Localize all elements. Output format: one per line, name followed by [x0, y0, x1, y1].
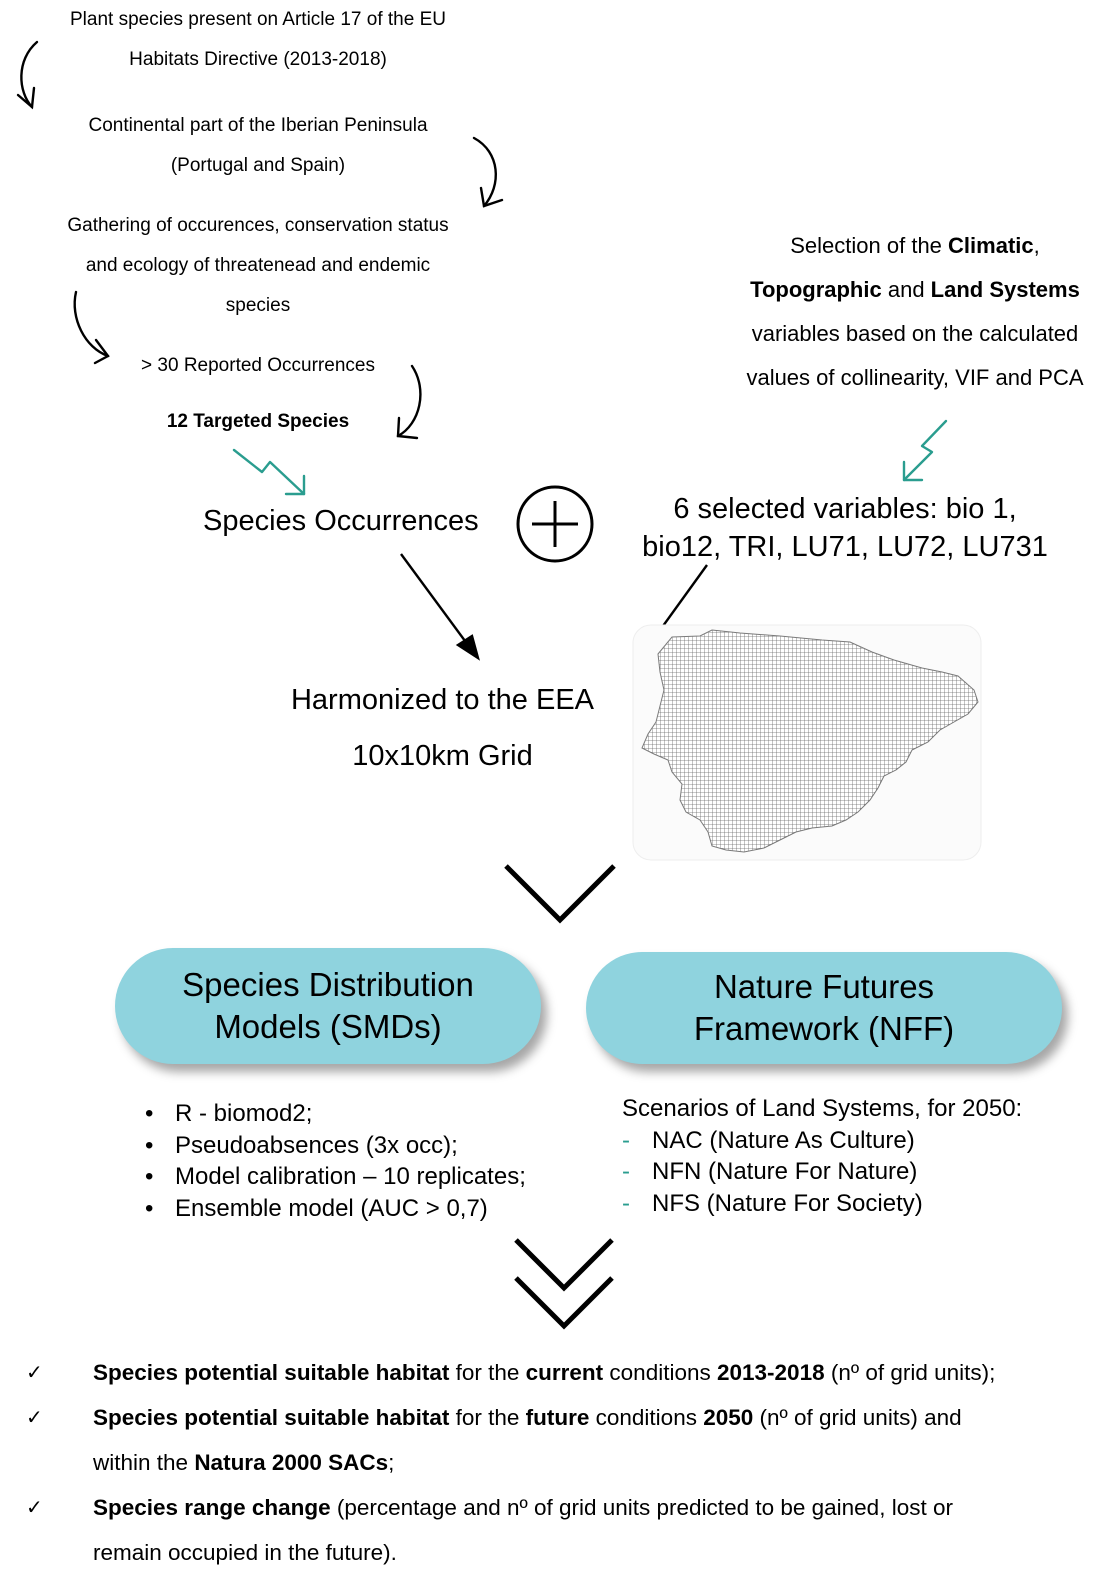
- step-article17-line2: Habitats Directive (2013-2018): [129, 49, 387, 70]
- step-gathering: Gathering of occurences, conservation st…: [0, 206, 516, 326]
- o1-a: Species potential suitable habitat: [93, 1360, 450, 1385]
- sdm-item-1: R - biomod2;: [175, 1100, 313, 1127]
- step-reported-occurrences: > 30 Reported Occurrences: [141, 355, 375, 376]
- bullet: •: [145, 1163, 154, 1190]
- o2-i: ;: [388, 1450, 395, 1475]
- dash-bullet: -: [622, 1158, 630, 1185]
- bullet: •: [145, 1131, 154, 1159]
- vs-land-systems: Land Systems: [930, 277, 1080, 302]
- o2-d: conditions: [589, 1405, 704, 1430]
- sdm-methods-list: •R - biomod2; •Pseudoabsences (3x occ); …: [145, 1098, 585, 1224]
- variable-selection-line1: Selection of the Climatic,: [720, 224, 1109, 268]
- harmonized-grid-label: Harmonized to the EEA 10x10km Grid: [250, 672, 635, 784]
- teal-zigzag-arrow-left: [232, 448, 306, 496]
- teal-zigzag-arrow-right: [902, 419, 948, 482]
- step-iberian-line1: Continental part of the Iberian Peninsul…: [88, 115, 428, 136]
- nff-box-line2: Framework (NFF): [693, 1010, 955, 1047]
- nff-item-1: NAC (Nature As Culture): [652, 1126, 915, 1154]
- sdm-item-3: Model calibration – 10 replicates;: [175, 1163, 526, 1190]
- o3-b: (percentage and nº of grid units predict…: [330, 1495, 953, 1520]
- check-icon: ✓: [26, 1405, 43, 1429]
- sdm-box-line1: Species Distribution: [182, 966, 474, 1003]
- check-icon: ✓: [26, 1360, 43, 1384]
- bullet: •: [145, 1194, 154, 1222]
- bullet: •: [145, 1100, 154, 1127]
- vs-l1c: ,: [1033, 233, 1040, 258]
- nff-box: Nature Futures Framework (NFF): [586, 952, 1062, 1064]
- o2-h: Natura 2000 SACs: [194, 1450, 389, 1475]
- step-iberian-line2: (Portugal and Spain): [170, 155, 346, 176]
- nff-scenarios-title: Scenarios of Land Systems, for 2050:: [622, 1095, 1023, 1122]
- output-item-2: ✓ Species potential suitable habitat for…: [0, 1395, 1109, 1485]
- sdm-item-4: Ensemble model (AUC > 0,7): [175, 1194, 488, 1222]
- check-icon: ✓: [26, 1495, 43, 1519]
- vs-topographic: Topographic: [750, 277, 882, 302]
- variable-selection-line4: values of collinearity, VIF and PCA: [746, 365, 1084, 390]
- o3-a: Species range change: [93, 1495, 331, 1520]
- selected-variables-line2: bio12, TRI, LU71, LU72, LU731: [642, 531, 1048, 563]
- o2-b: for the: [449, 1405, 526, 1430]
- iberian-grid-map: [632, 624, 982, 861]
- sdm-box-line2: Models (SMDs): [214, 1008, 442, 1045]
- variable-selection-line3: variables based on the calculated: [751, 321, 1079, 346]
- list-item: • Model calibration – 10 replicates;: [145, 1161, 585, 1193]
- double-chevron-down-icon: [514, 1238, 614, 1330]
- list-item: -NAC (Nature As Culture): [622, 1125, 1092, 1157]
- o1-c: current: [525, 1360, 604, 1385]
- vs-climatic: Climatic: [948, 233, 1034, 258]
- o2-e: 2050: [703, 1405, 754, 1430]
- arrow-occurrences-to-grid: [400, 553, 480, 661]
- o1-b: for the: [449, 1360, 526, 1385]
- o1-d: conditions: [603, 1360, 717, 1385]
- outputs-list: ✓ Species potential suitable habitat for…: [0, 1350, 1109, 1575]
- curved-arrow-1: [16, 40, 39, 110]
- step-article17-line1: Plant species present on Article 17 of t…: [70, 9, 446, 30]
- plus-circle-icon: [516, 485, 594, 563]
- step-targeted-species: 12 Targeted Species: [166, 411, 350, 432]
- variable-selection-text: Selection of the Climatic, Topographic a…: [720, 224, 1109, 400]
- selected-variables-line1: 6 selected variables: bio 1,: [673, 493, 1017, 525]
- list-item: • Pseudoabsences (3x occ);: [145, 1130, 585, 1162]
- output-item-3: ✓ Species range change (percentage and n…: [0, 1485, 1109, 1575]
- harmonized-line1: Harmonized to the EEA: [290, 684, 595, 716]
- nff-item-2: NFN (Nature For Nature): [652, 1158, 918, 1185]
- vs-l1a: Selection of the: [790, 233, 949, 258]
- o2-a: Species potential suitable habitat: [93, 1405, 450, 1430]
- step-iberian-peninsula: Continental part of the Iberian Peninsul…: [0, 106, 516, 186]
- sdm-box: Species Distribution Models (SMDs): [115, 948, 541, 1064]
- species-occurrences-label: Species Occurrences: [203, 505, 479, 537]
- list-item: -NFN (Nature For Nature): [622, 1156, 1092, 1188]
- nff-scenarios-list: Scenarios of Land Systems, for 2050: -NA…: [622, 1093, 1092, 1219]
- list-item: • Ensemble model (AUC > 0,7): [145, 1193, 585, 1225]
- dash-bullet: -: [622, 1126, 630, 1154]
- o3-c: remain occupied in the future).: [93, 1540, 397, 1565]
- variable-selection-line2: Topographic and Land Systems: [720, 268, 1109, 312]
- step-gathering-line1: Gathering of occurences, conservation st…: [67, 215, 449, 236]
- step-gathering-line2: and ecology of threatenead and endemic: [85, 255, 431, 276]
- sdm-item-2: Pseudoabsences (3x occ);: [175, 1131, 458, 1159]
- nff-item-3: NFS (Nature For Society): [652, 1189, 923, 1217]
- o2-g: within the: [93, 1450, 195, 1475]
- o2-c: future: [525, 1405, 590, 1430]
- o1-e: 2013-2018: [717, 1360, 825, 1385]
- selected-variables-label: 6 selected variables: bio 1, bio12, TRI,…: [610, 490, 1080, 566]
- curved-arrow-3: [73, 290, 110, 365]
- output-item-1: ✓ Species potential suitable habitat for…: [0, 1350, 1109, 1395]
- list-item: -NFS (Nature For Society): [622, 1188, 1092, 1220]
- harmonized-line2: 10x10km Grid: [352, 740, 533, 772]
- chevron-down-icon: [504, 864, 616, 924]
- dash-bullet: -: [622, 1189, 630, 1217]
- vs-and: and: [881, 277, 931, 302]
- list-item: • R - biomod2;: [145, 1098, 585, 1130]
- nff-box-line1: Nature Futures: [713, 968, 935, 1005]
- curved-arrow-4: [396, 364, 422, 440]
- step-gathering-line3: species: [225, 295, 291, 316]
- o1-f: (nº of grid units);: [824, 1360, 996, 1385]
- o2-f: (nº of grid units) and: [753, 1405, 962, 1430]
- curved-arrow-2: [472, 136, 504, 208]
- step-article17: Plant species present on Article 17 of t…: [0, 0, 516, 80]
